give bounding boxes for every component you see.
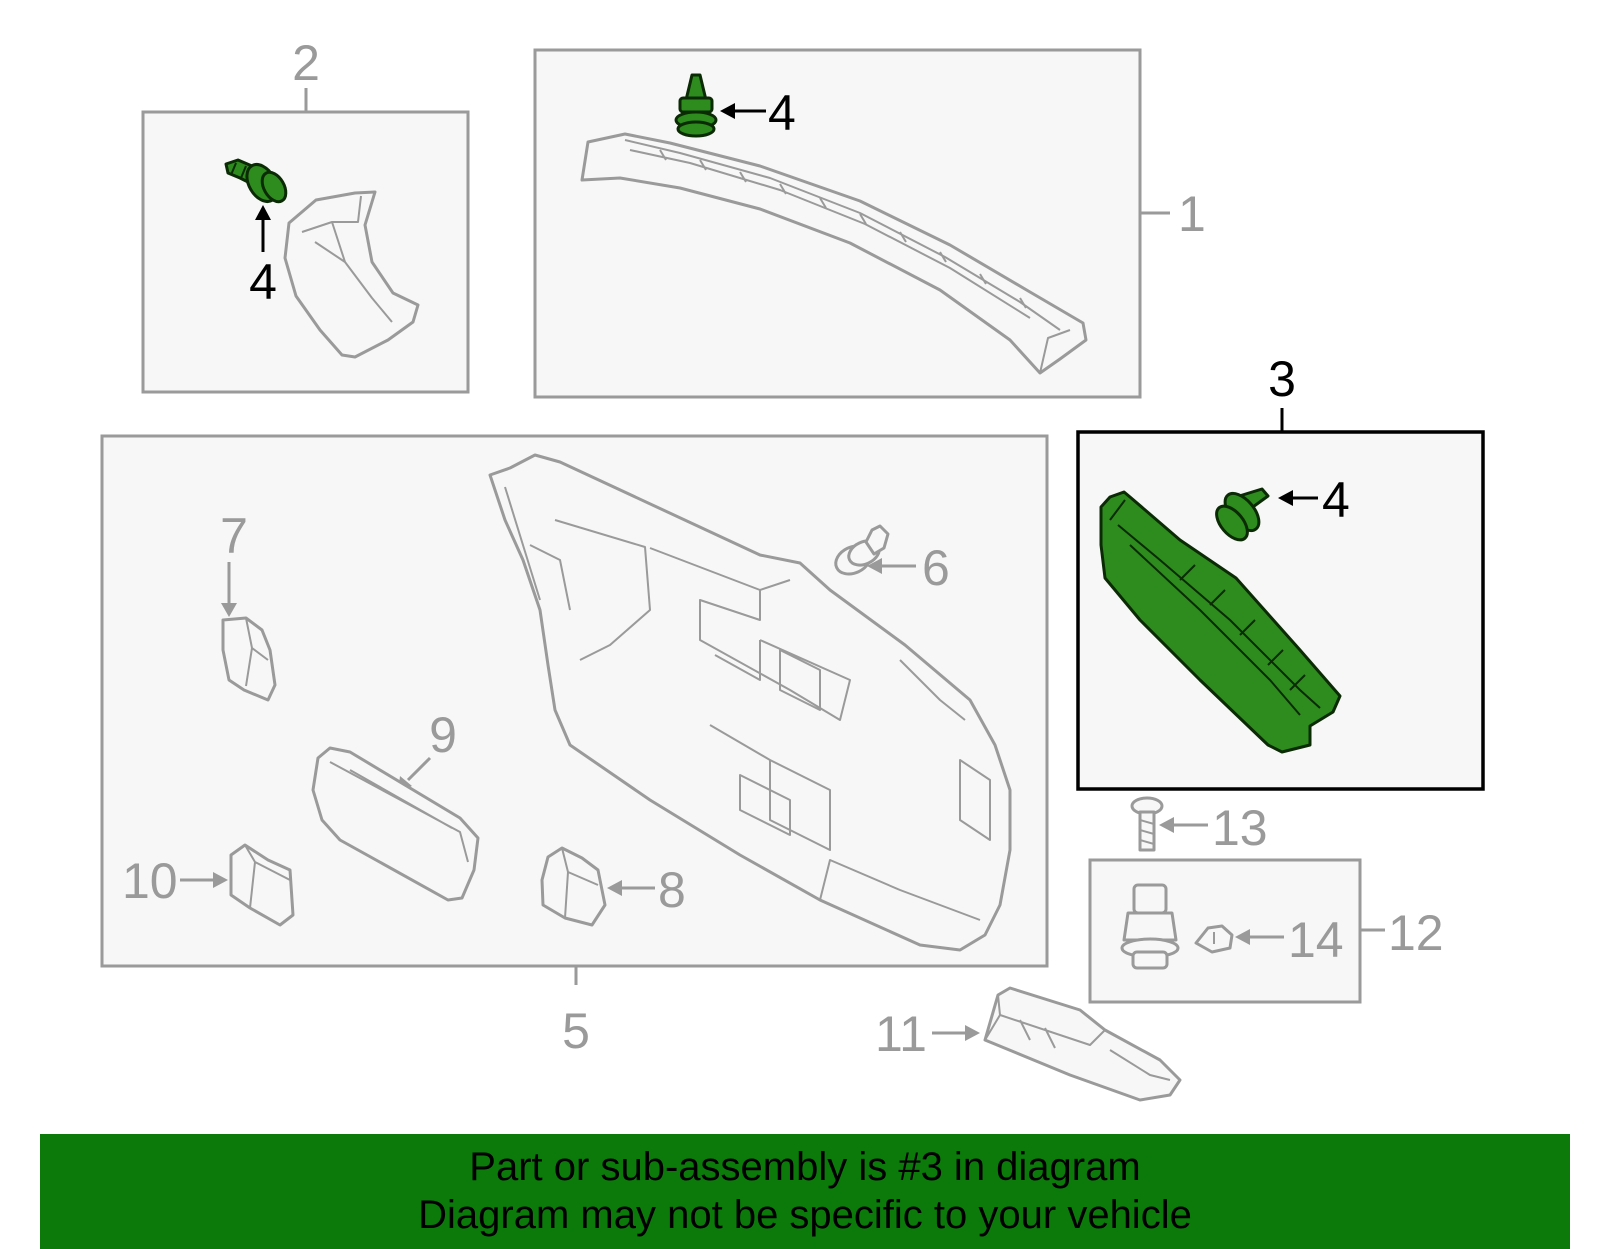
callout-14[interactable]: 14 xyxy=(1288,912,1344,968)
panel-1: 1 4 xyxy=(533,48,1206,399)
callout-8[interactable]: 8 xyxy=(658,862,686,918)
banner-line-1: Part or sub-assembly is #3 in diagram xyxy=(469,1145,1141,1189)
callout-2[interactable]: 2 xyxy=(292,35,320,91)
banner-line-2: Diagram may not be specific to your vehi… xyxy=(418,1193,1192,1237)
part-11-license-lamp-icon xyxy=(983,986,1182,1102)
panel-12: 12 14 xyxy=(1088,858,1444,1004)
callout-12[interactable]: 12 xyxy=(1388,905,1444,961)
panel-3: 3 4 xyxy=(1076,351,1485,791)
callout-4-panel1[interactable]: 4 xyxy=(768,85,796,141)
part-13-screw-icon xyxy=(1130,796,1164,852)
callout-4-panel3[interactable]: 4 xyxy=(1322,472,1350,528)
parts-diagram: 2 4 1 xyxy=(100,35,1485,1102)
callout-4-panel2[interactable]: 4 xyxy=(249,254,277,310)
callout-11[interactable]: 11 xyxy=(875,1006,927,1062)
callout-3[interactable]: 3 xyxy=(1268,351,1296,407)
callout-1[interactable]: 1 xyxy=(1178,186,1206,242)
panel-5: 5 6 7 9 10 8 xyxy=(100,434,1049,1059)
panel-2-clip-icon xyxy=(224,158,288,204)
panel-2-bracket-part xyxy=(283,190,420,359)
info-banner: Part or sub-assembly is #3 in diagram Di… xyxy=(40,1134,1570,1249)
part-6-clip-icon xyxy=(834,524,890,576)
part-14-bulb-icon xyxy=(1194,924,1234,954)
callout-6[interactable]: 6 xyxy=(922,540,950,596)
panel-12-socket-icon xyxy=(1120,883,1180,970)
callout-5[interactable]: 5 xyxy=(562,1003,590,1059)
callout-7[interactable]: 7 xyxy=(220,508,248,564)
panel-1-clip-icon xyxy=(674,73,718,138)
callout-13[interactable]: 13 xyxy=(1212,800,1268,856)
part-9-handle-icon xyxy=(311,746,480,902)
part-11: 11 xyxy=(875,986,1182,1102)
callout-10[interactable]: 10 xyxy=(122,853,178,909)
callout-9[interactable]: 9 xyxy=(429,707,457,763)
panel-1-garnish-part xyxy=(580,132,1088,375)
part-9-leader xyxy=(406,756,432,782)
panel-3-trim-part[interactable] xyxy=(1099,490,1342,754)
part-10-cap-icon xyxy=(229,843,295,927)
panel-5-trim-board-part xyxy=(488,453,1012,952)
part-7-cap-icon xyxy=(221,616,277,702)
panel-3-clip-icon xyxy=(1215,487,1270,542)
panel-2: 2 4 xyxy=(141,35,470,394)
part-8-cap-icon xyxy=(540,846,607,927)
part-13: 13 xyxy=(1130,796,1268,856)
